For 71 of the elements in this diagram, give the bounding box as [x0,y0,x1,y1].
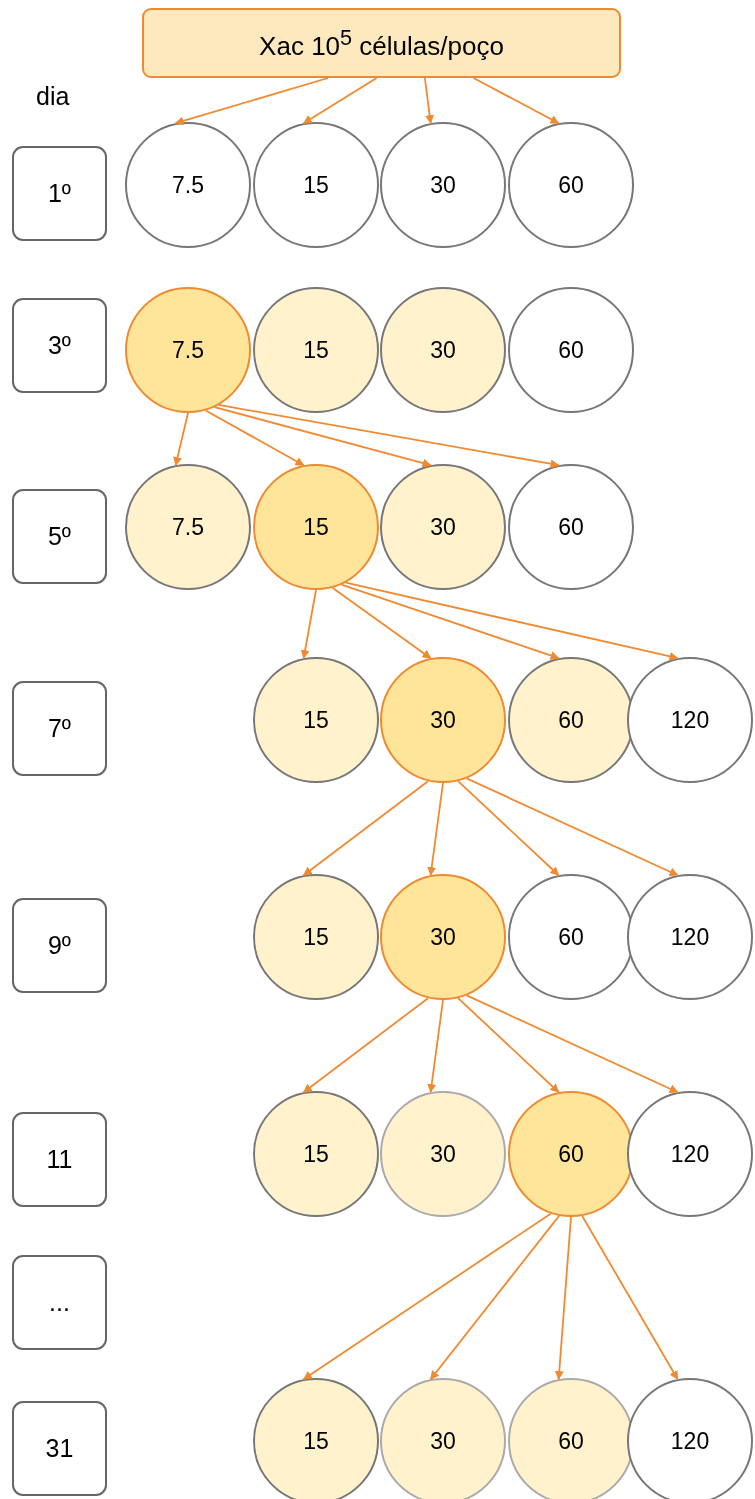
arrow [204,409,305,467]
arrow [344,581,679,661]
arrow [173,412,189,467]
arrow [465,777,679,877]
cell-count: 15 [303,923,329,951]
cell-count: 120 [670,1140,710,1168]
cell-count: 120 [670,923,710,951]
cell-count: 15 [303,1140,329,1168]
arrow [213,406,432,468]
cell-count: 15 [303,171,329,199]
arrow [427,782,444,877]
day-box [12,681,107,776]
arrow [457,997,560,1094]
arrow [331,586,432,660]
arrow [457,780,560,877]
cell-count: 60 [558,923,584,951]
cell-count: 30 [430,171,456,199]
arrow [300,589,317,660]
cell-count: 15 [303,513,329,541]
day-label: 11 [46,1145,73,1174]
day-label: 5º [47,522,71,551]
day-label: ... [49,1288,70,1317]
cell-count: 30 [430,1427,456,1455]
header-text: Xac 10$^{5}$ células/poço [259,24,504,62]
day-box [12,146,107,241]
day-box [12,1401,107,1496]
arrow [429,1214,560,1381]
arrow [581,1215,679,1381]
cell-count: 7.5 [172,513,204,541]
day-label: 1º [47,179,71,208]
day-box [12,1112,107,1207]
cell-count: 30 [430,706,456,734]
arrow [465,994,679,1094]
arrow [472,77,560,125]
cell-count: 60 [558,706,584,734]
cell-count: 30 [430,923,456,951]
day-label: 7º [47,714,71,743]
day-box [12,898,107,993]
cell-count: 120 [670,706,710,734]
cell-count: 7.5 [172,336,204,364]
arrow [302,1212,552,1381]
axis-label: dia [36,82,70,111]
day-label: 3º [47,331,71,360]
arrow [427,999,444,1094]
day-box [12,298,107,393]
cell-count: 30 [430,513,456,541]
cell-count: 15 [303,706,329,734]
header-box [142,8,621,78]
cell-count: 7.5 [172,171,204,199]
cell-count: 30 [430,1140,456,1168]
day-box [12,1255,107,1350]
cell-count: 60 [558,336,584,364]
day-label: 31 [45,1434,74,1463]
cell-count: 120 [670,1427,710,1455]
arrow [340,583,560,660]
cell-count: 60 [558,171,584,199]
arrow [217,404,560,469]
day-label: 9º [47,931,71,960]
arrow [174,77,329,126]
arrow [302,780,429,877]
arrow [423,77,435,125]
cell-count: 60 [558,1140,584,1168]
cell-count: 60 [558,513,584,541]
arrow [302,997,429,1094]
arrow [302,77,378,125]
cell-count: 60 [558,1427,584,1455]
cell-count: 15 [303,1427,329,1455]
cell-count: 15 [303,336,329,364]
cell-count: 30 [430,336,456,364]
arrow [554,1216,572,1381]
day-box [12,489,107,584]
